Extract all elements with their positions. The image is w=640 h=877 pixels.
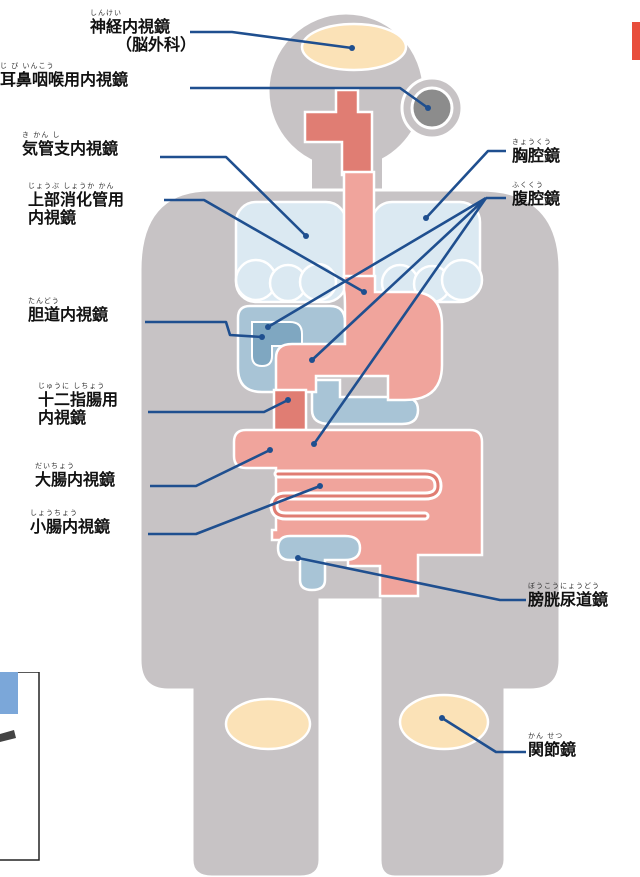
ruby-upper-gi: じょうぶ しょうか かん [28, 183, 124, 190]
label-ent-endoscope: じ び いんこう 耳鼻咽喉用内視鏡 [0, 63, 128, 89]
knee-joint-left [226, 699, 310, 749]
duodenum [274, 390, 306, 430]
label-thoracoscope: きょうくう 胸腔鏡 [512, 139, 560, 165]
ruby-cystoscope: ぼうこうにょうどう [528, 583, 608, 590]
ruby-neuro: しんけい [90, 10, 196, 17]
label-biliary-endoscope: たんどう 胆道内視鏡 [28, 298, 108, 324]
ruby-duodenal: じゅうに しちょう [38, 383, 118, 390]
text-neuro-sub: （脳外科） [90, 36, 196, 54]
text-duodenal-sub: 内視鏡 [38, 409, 118, 427]
text-biliary: 胆道内視鏡 [28, 306, 108, 324]
ruby-arthroscope: かん せつ [528, 733, 576, 740]
label-bronchoscope: き かん し 気管支内視鏡 [22, 132, 118, 158]
text-small-bowel: 小腸内視鏡 [30, 518, 110, 536]
text-ent: 耳鼻咽喉用内視鏡 [0, 71, 128, 89]
ruby-ent: じ び いんこう [0, 63, 128, 70]
ruby-colonoscope: だいちょう [35, 463, 115, 470]
label-neuro-endoscope: しんけい 神経内視鏡 （脳外科） [90, 10, 196, 55]
text-upper-gi: 上部消化管用 [28, 191, 124, 209]
ear-canal [412, 88, 452, 128]
cropped-corner-mark [630, 22, 640, 60]
ruby-bronchoscope: き かん し [22, 132, 118, 139]
text-arthroscope: 関節鏡 [528, 741, 576, 759]
label-arthroscope: かん せつ 関節鏡 [528, 733, 576, 759]
ruby-laparoscope: ふくくう [512, 182, 560, 189]
text-duodenal: 十二指腸用 [38, 391, 118, 409]
text-neuro: 神経内視鏡 [90, 18, 196, 36]
knee-joint-right [400, 695, 488, 749]
label-upper-gi-endoscope: じょうぶ しょうか かん 上部消化管用 内視鏡 [28, 183, 124, 228]
text-upper-gi-sub: 内視鏡 [28, 209, 124, 227]
text-thoracoscope: 胸腔鏡 [512, 147, 560, 165]
label-small-bowel-endoscope: しょうちょう 小腸内視鏡 [30, 510, 110, 536]
label-cystoscope: ぼうこうにょうどう 膀胱尿道鏡 [528, 583, 608, 609]
text-cystoscope: 膀胱尿道鏡 [528, 591, 608, 609]
text-bronchoscope: 気管支内視鏡 [22, 140, 118, 158]
ruby-biliary: たんどう [28, 298, 108, 305]
ruby-small-bowel: しょうちょう [30, 510, 110, 517]
text-laparoscope: 腹腔鏡 [512, 190, 560, 208]
label-duodenal-endoscope: じゅうに しちょう 十二指腸用 内視鏡 [38, 383, 118, 428]
cropped-side-panel [0, 672, 40, 862]
label-laparoscope: ふくくう 腹腔鏡 [512, 182, 560, 208]
ruby-thoracoscope: きょうくう [512, 139, 560, 146]
text-colonoscope: 大腸内視鏡 [35, 471, 115, 489]
label-colonoscope: だいちょう 大腸内視鏡 [35, 463, 115, 489]
